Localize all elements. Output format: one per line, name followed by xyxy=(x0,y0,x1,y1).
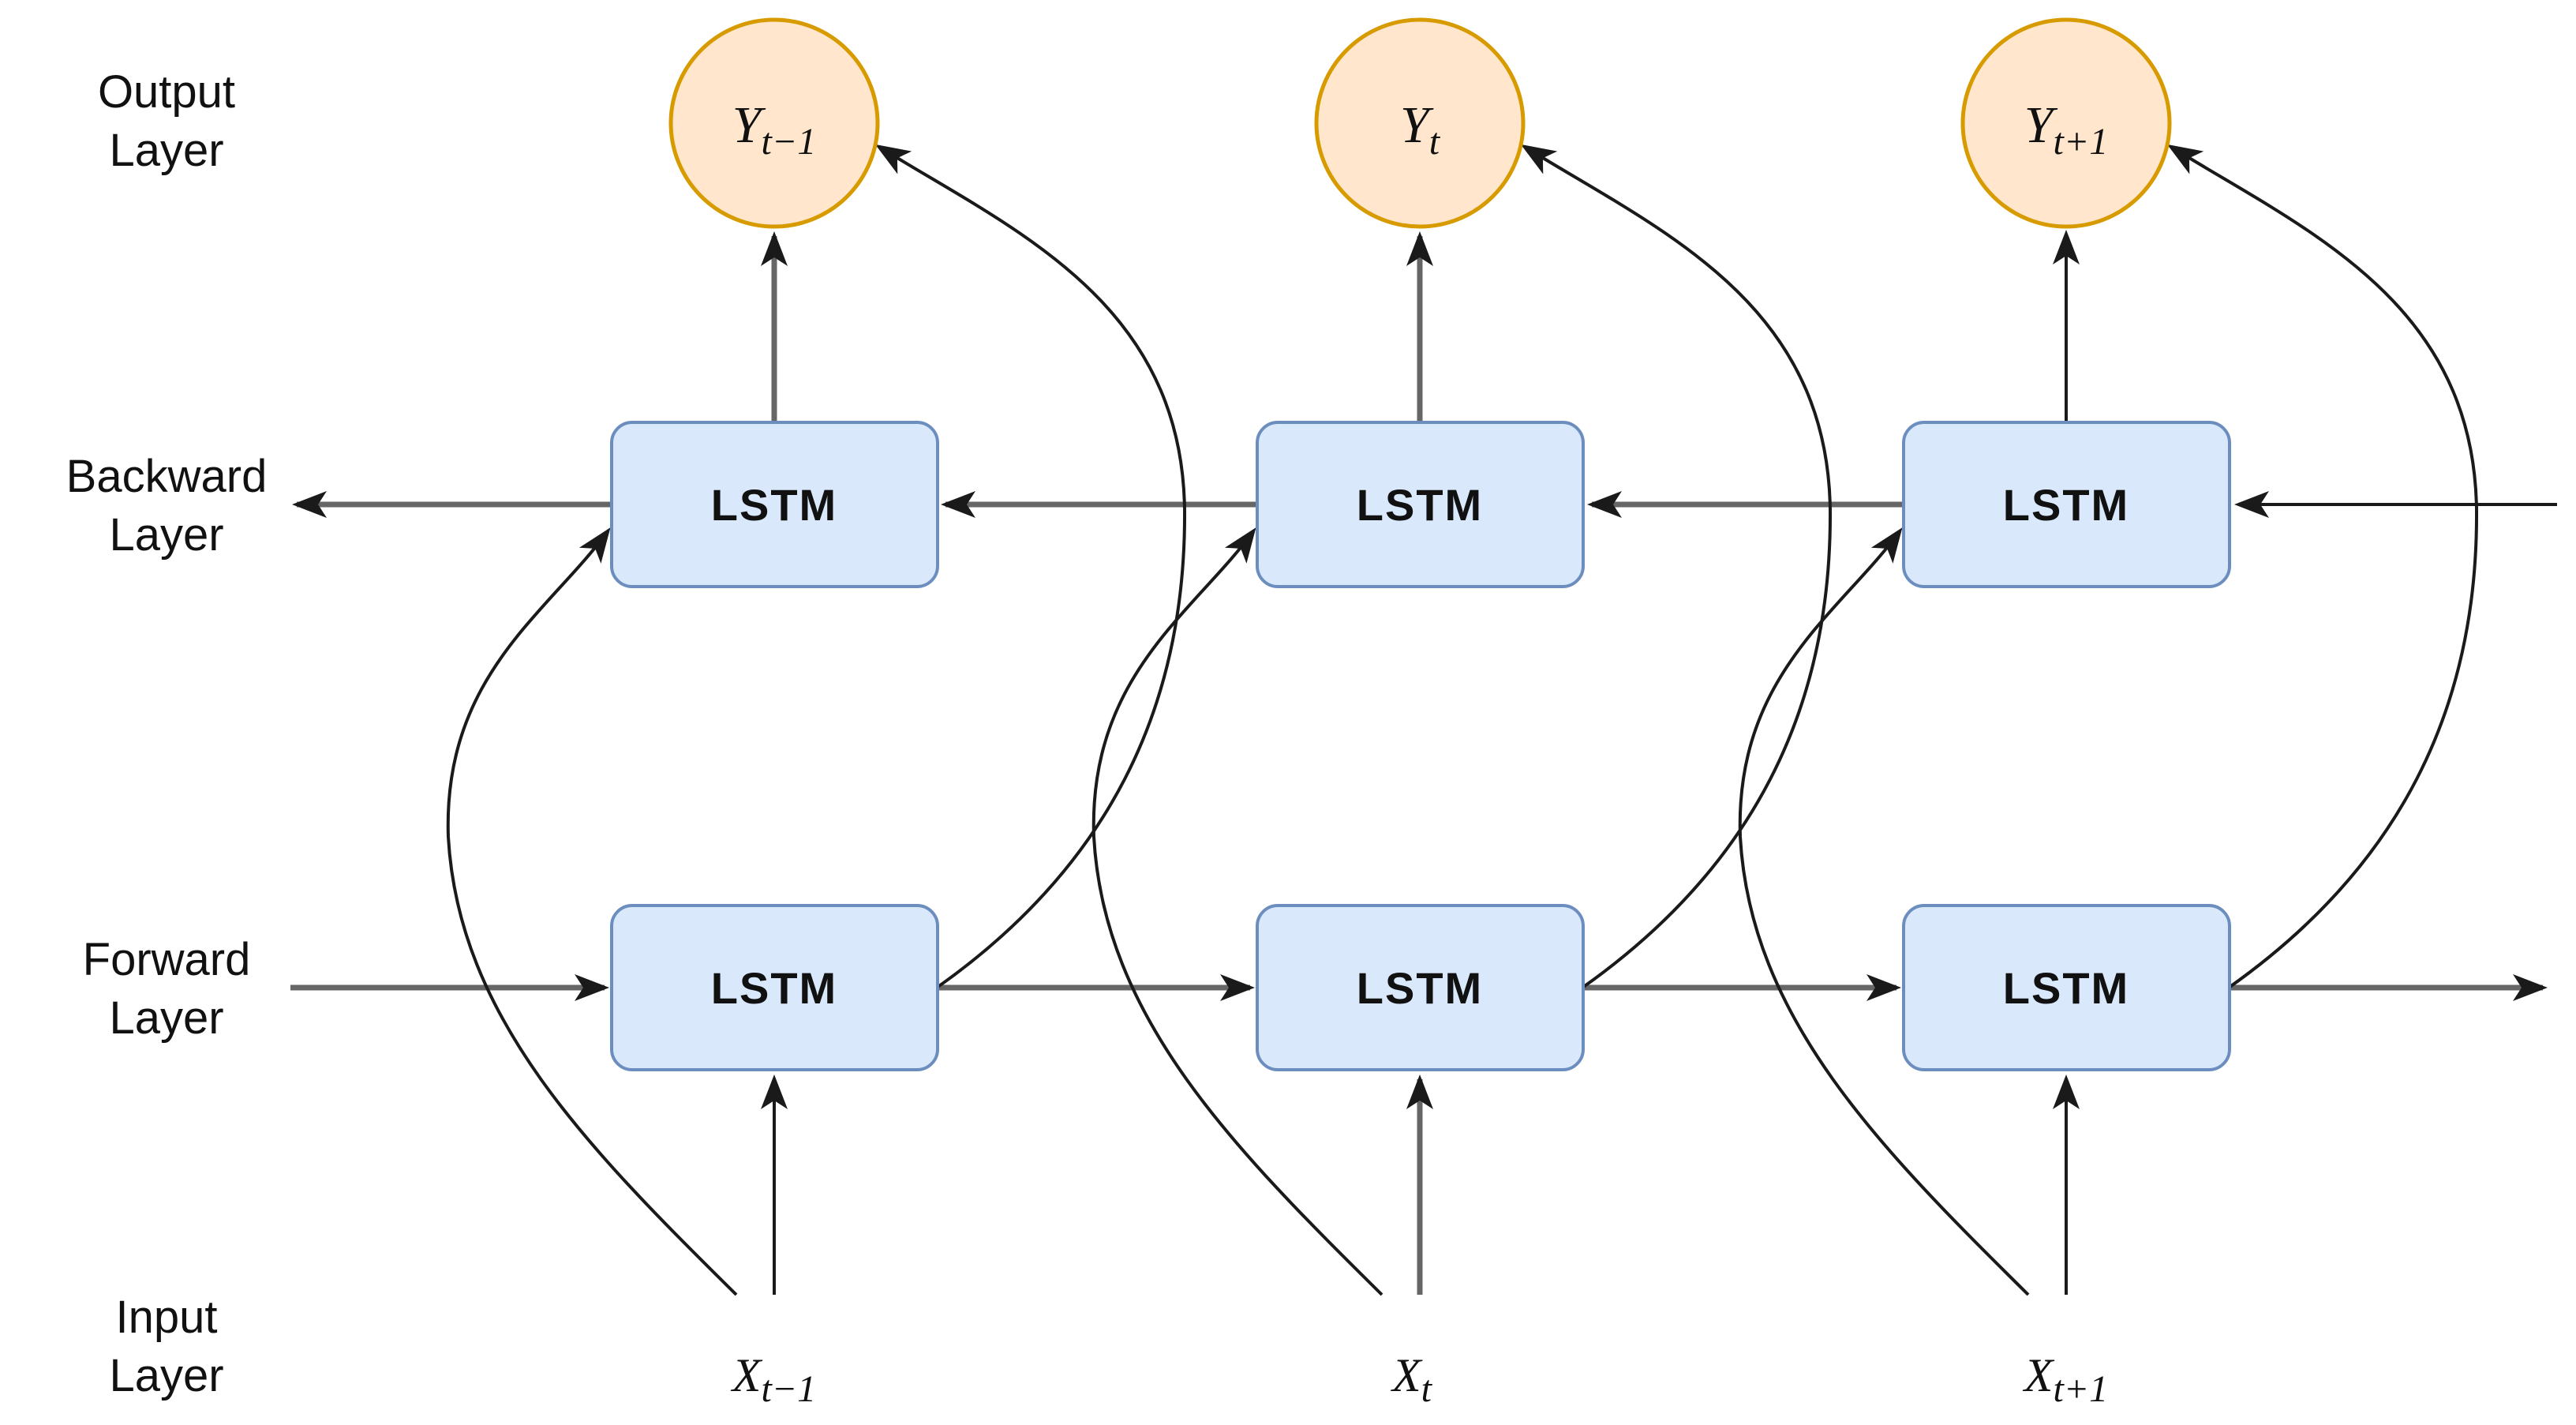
forward-lstm-2-label: LSTM xyxy=(1357,963,1483,1013)
curved-edges xyxy=(446,144,2479,1296)
output-layer-label-line2: Layer xyxy=(109,125,223,176)
input-layer-label-line2: Layer xyxy=(109,1350,223,1401)
output-layer-nodes: Yt−1 Yt Yt+1 xyxy=(668,17,2172,229)
forward-lstm-3 xyxy=(1902,904,2231,1071)
output-node-label: Yt−1 xyxy=(732,96,816,163)
output-node-y-t-plus-1 xyxy=(1960,17,2172,229)
output-layer-label-line1: Output xyxy=(98,66,235,118)
forward-lstm-1 xyxy=(610,904,939,1071)
forward-lstm-2 xyxy=(1256,904,1585,1071)
input-node-x-t-plus-1: Xt+1 xyxy=(2023,1349,2108,1410)
backward-lstm-2 xyxy=(1256,421,1585,588)
backward-lstm-2-label: LSTM xyxy=(1357,480,1483,530)
output-node-y-t xyxy=(1314,17,1526,229)
backward-lstm-3-label: LSTM xyxy=(2003,480,2129,530)
forward-lstm-1-label: LSTM xyxy=(711,963,837,1013)
arrow-forward-lstm3-to-output-y3 xyxy=(2166,144,2479,989)
arrow-input-x2-to-backward-lstm2 xyxy=(1091,527,1383,1296)
input-node-x-t-minus-1: Xt−1 xyxy=(731,1349,816,1410)
backward-lstm-1 xyxy=(610,421,939,588)
input-node-x-t: Xt xyxy=(1391,1349,1433,1410)
arrow-input-x1-to-backward-lstm1 xyxy=(446,527,738,1296)
backward-layer-nodes: LSTM LSTM LSTM xyxy=(610,421,2231,588)
forward-layer-label-line1: Forward xyxy=(83,934,251,985)
backward-lstm-3 xyxy=(1902,421,2231,588)
arrow-input-x3-to-backward-lstm3 xyxy=(1738,527,2030,1296)
layer-labels: Output Layer Backward Layer Forward Laye… xyxy=(66,66,268,1401)
output-node-label: Yt+1 xyxy=(2024,96,2108,163)
output-node-y-t-minus-1 xyxy=(668,17,880,229)
forward-layer-nodes: LSTM LSTM LSTM xyxy=(610,904,2231,1071)
arrow-forward-lstm2-to-output-y2 xyxy=(1520,144,1833,989)
vertical-edges xyxy=(761,230,2080,1295)
arrow-forward-lstm1-to-output-y1 xyxy=(874,144,1187,989)
backward-layer-label-line2: Layer xyxy=(109,509,223,561)
output-node-label: Yt xyxy=(1400,96,1441,163)
input-layer-label-line1: Input xyxy=(116,1292,218,1343)
forward-lstm-3-label: LSTM xyxy=(2003,963,2129,1013)
backward-layer-label-line1: Backward xyxy=(66,451,268,502)
backward-lstm-1-label: LSTM xyxy=(711,480,837,530)
input-layer-nodes: Xt−1 Xt Xt+1 xyxy=(731,1349,2108,1410)
forward-layer-label-line2: Layer xyxy=(109,992,223,1044)
